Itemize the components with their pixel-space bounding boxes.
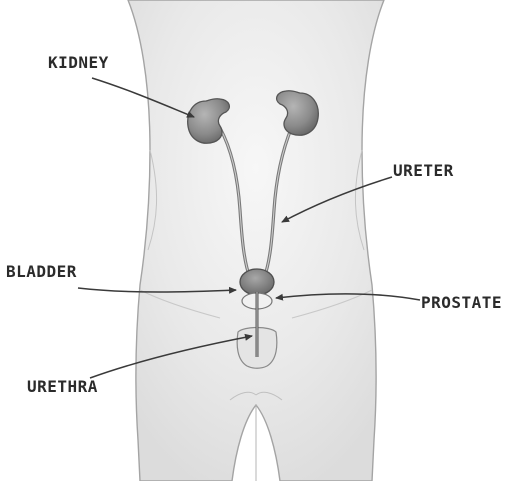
kidney-label: KIDNEY (48, 53, 109, 72)
bladder-label: BLADDER (6, 262, 77, 281)
bladder (240, 269, 274, 295)
ureter-label: URETER (393, 161, 454, 180)
prostate-label: PROSTATE (421, 293, 502, 312)
urethra-label: URETHRA (27, 377, 98, 396)
